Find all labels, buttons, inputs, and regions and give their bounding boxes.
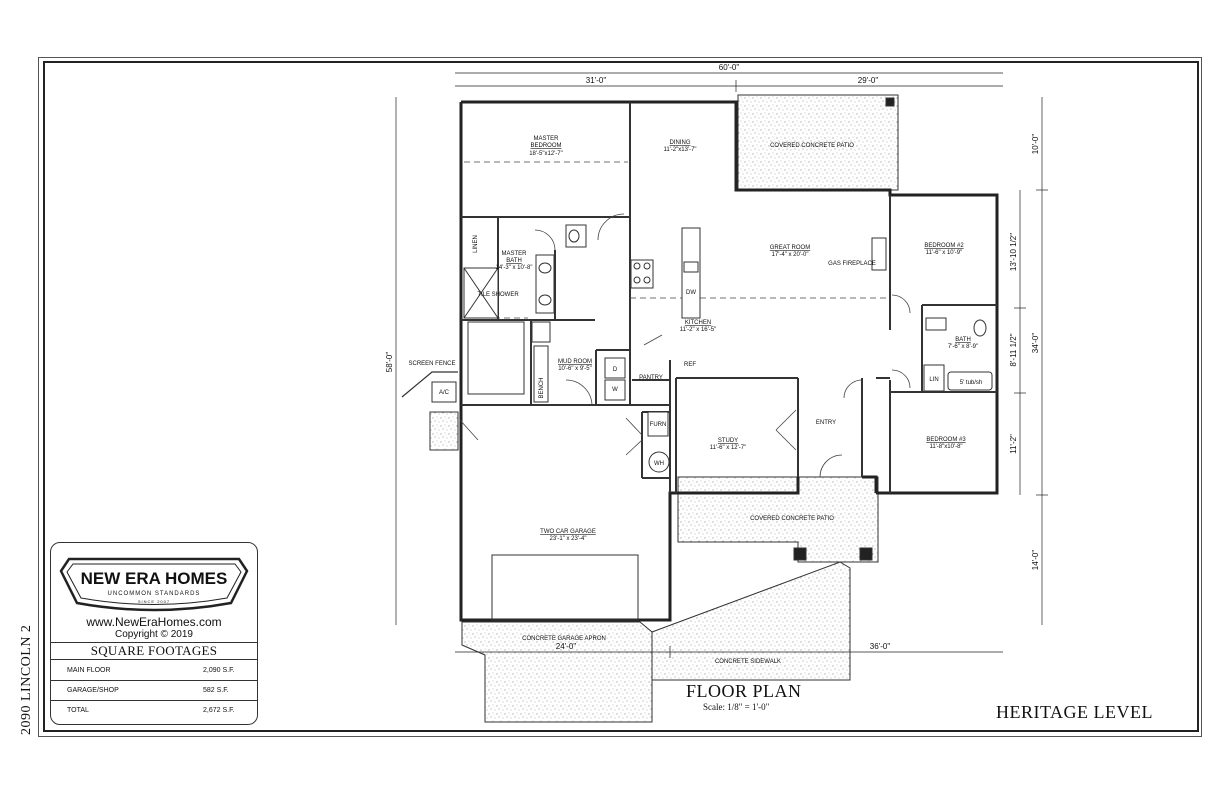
- sqft-row-garage: GARAGE/SHOP 582 S.F.: [51, 681, 257, 701]
- screen-fence: [401, 371, 458, 398]
- sheet-border-inner: [43, 61, 1199, 732]
- new-era-homes-logo: NEW ERA HOMES UNCOMMON STANDARDS SINCE 2…: [59, 557, 249, 612]
- rear-patio: [737, 94, 899, 191]
- garage-label: TWO CAR GARAGE: [540, 529, 596, 535]
- svg-text:24'-0": 24'-0": [556, 642, 577, 651]
- bedroom3-label: BEDROOM #3: [926, 437, 966, 443]
- svg-text:REF: REF: [684, 362, 696, 368]
- svg-text:BATH: BATH: [506, 258, 522, 264]
- svg-text:8'-11 1/2": 8'-11 1/2": [1009, 333, 1018, 366]
- svg-text:14'-0": 14'-0": [1031, 550, 1040, 571]
- svg-text:11'-2": 11'-2": [1009, 434, 1018, 454]
- heritage-level-title: HERITAGE LEVEL: [996, 702, 1154, 722]
- svg-text:11'-8"x10'-8": 11'-8"x10'-8": [929, 444, 962, 450]
- sqft-row-total: TOTAL 2,672 S.F.: [67, 707, 235, 714]
- dimension-lines: [395, 72, 1048, 658]
- svg-text:A/C: A/C: [439, 390, 450, 396]
- svg-text:BENCH: BENCH: [539, 377, 545, 398]
- svg-text:DW: DW: [686, 290, 696, 296]
- svg-text:11'-6" x 12'-7": 11'-6" x 12'-7": [710, 445, 746, 451]
- svg-text:60'-0": 60'-0": [719, 63, 740, 72]
- svg-text:LINEN: LINEN: [473, 235, 479, 253]
- mud-room-label: MUD ROOM: [558, 359, 592, 365]
- bedroom2-label: BEDROOM #2: [924, 243, 964, 249]
- front-patio-label: COVERED CONCRETE PATIO: [750, 516, 834, 522]
- svg-text:BEDROOM: BEDROOM: [530, 143, 561, 149]
- study-label: STUDY: [718, 438, 738, 444]
- svg-text:11'-2" x 16'-5": 11'-2" x 16'-5": [680, 327, 716, 333]
- door-swings: [459, 213, 911, 478]
- svg-text:7'-6" x 8'-9": 7'-6" x 8'-9": [948, 344, 978, 350]
- svg-text:13'-10 1/2": 13'-10 1/2": [1009, 233, 1018, 271]
- entry-label: ENTRY: [816, 420, 836, 426]
- svg-text:34'-0": 34'-0": [1031, 333, 1040, 354]
- concrete-areas: [429, 94, 899, 723]
- ac-pad: [429, 411, 459, 451]
- copyright-text: Copyright © 2019: [115, 629, 193, 640]
- fireplace-label: GAS FIREPLACE: [828, 261, 876, 267]
- svg-text:18'-5"x12'-7": 18'-5"x12'-7": [529, 151, 563, 157]
- square-footages-title: SQUARE FOOTAGES: [51, 642, 257, 660]
- great-room-label: GREAT ROOM: [770, 245, 810, 251]
- dimension-labels: 60'-0" 31'-0" 29'-0" 24'-0" 36'-0" 58'-0…: [385, 63, 1040, 651]
- svg-text:11'-6" x 10'-9": 11'-6" x 10'-9": [926, 250, 962, 256]
- apron-label: CONCRETE GARAGE APRON: [522, 636, 606, 642]
- sqft-row-main-floor: MAIN FLOOR 2,090 S.F.: [51, 661, 257, 681]
- svg-text:W: W: [612, 387, 618, 393]
- website-text: www.NewEraHomes.com: [86, 615, 222, 629]
- svg-text:PANTRY: PANTRY: [639, 375, 663, 381]
- dining-label: DINING: [670, 140, 691, 146]
- fixtures: [431, 97, 993, 621]
- room-labels: MASTER BEDROOM 18'-5"x12'-7" MASTER BATH…: [408, 136, 982, 665]
- sidewalk: [651, 561, 851, 681]
- svg-text:29'-0": 29'-0": [858, 76, 879, 85]
- svg-text:58'-0": 58'-0": [385, 352, 394, 373]
- svg-text:10'-0": 10'-0": [1031, 134, 1040, 155]
- svg-text:11'-2"x13'-7": 11'-2"x13'-7": [663, 147, 696, 153]
- master-bedroom-label: MASTER: [533, 136, 559, 142]
- svg-text:5' tub/sh: 5' tub/sh: [960, 380, 983, 386]
- screen-fence-label: SCREEN FENCE: [408, 361, 455, 367]
- svg-text:SINCE 2007: SINCE 2007: [138, 599, 170, 604]
- svg-text:WH: WH: [654, 461, 664, 467]
- svg-text:14'-3" x 10'-8": 14'-3" x 10'-8": [496, 265, 533, 271]
- kitchen-label: KITCHEN: [685, 320, 711, 326]
- front-patio: [677, 476, 879, 563]
- svg-text:10'-6" x 9'-5": 10'-6" x 9'-5": [558, 366, 592, 372]
- sidewalk-label: CONCRETE SIDEWALK: [715, 659, 781, 665]
- svg-text:TILE SHOWER: TILE SHOWER: [477, 292, 519, 298]
- plan-scale: Scale: 1/8" = 1'-0": [703, 702, 770, 712]
- logo-title-block: NEW ERA HOMES UNCOMMON STANDARDS SINCE 2…: [50, 542, 258, 725]
- svg-text:UNCOMMON STANDARDS: UNCOMMON STANDARDS: [108, 591, 201, 597]
- svg-text:31'-0": 31'-0": [586, 76, 607, 85]
- svg-text:D: D: [613, 367, 618, 373]
- svg-text:LIN: LIN: [929, 377, 938, 383]
- floor-plan-title: FLOOR PLAN: [686, 681, 802, 701]
- bath-label: BATH: [955, 337, 971, 343]
- master-bath-label: MASTER: [501, 251, 527, 257]
- svg-text:23'-1" x 23'-4": 23'-1" x 23'-4": [550, 536, 587, 542]
- garage-apron: [461, 621, 653, 723]
- svg-text:FURN: FURN: [650, 422, 667, 428]
- svg-text:36'-0": 36'-0": [870, 642, 891, 651]
- svg-text:NEW ERA HOMES: NEW ERA HOMES: [81, 569, 228, 588]
- rear-patio-label: COVERED CONCRETE PATIO: [770, 143, 854, 149]
- svg-text:17'-4" x 20'-0": 17'-4" x 20'-0": [772, 252, 809, 258]
- sheet-border-outer: [38, 57, 1202, 737]
